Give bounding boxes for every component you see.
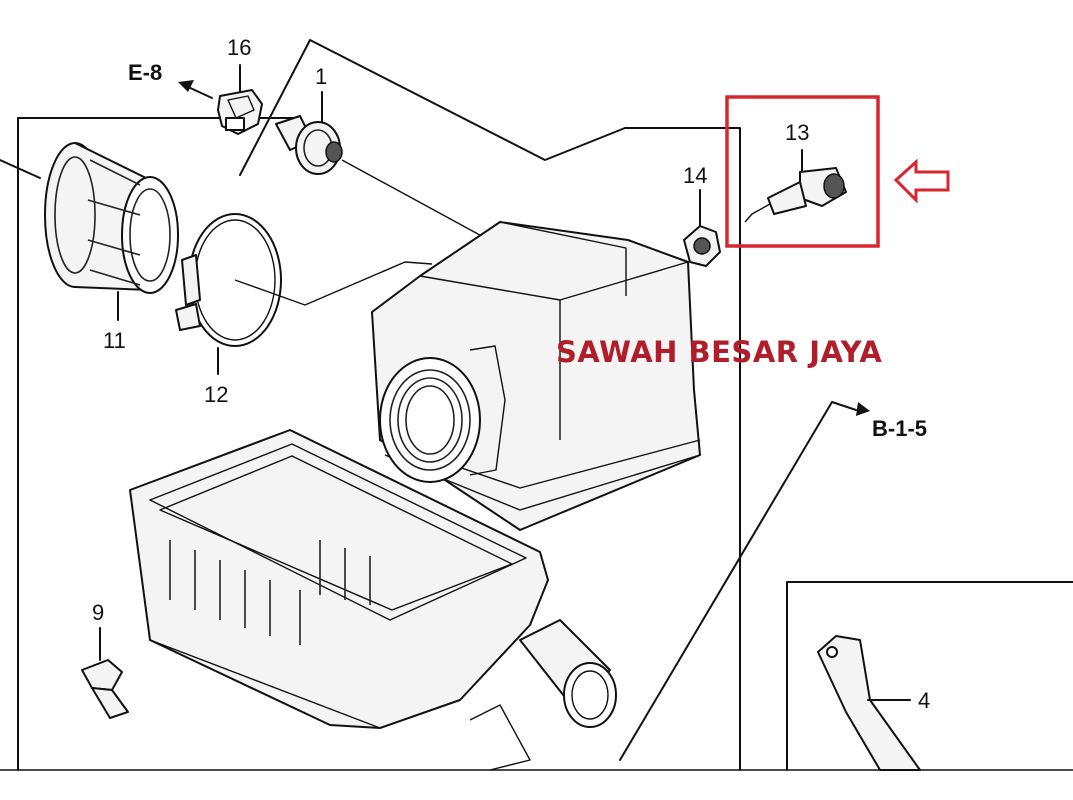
part-12-clamp	[175, 213, 433, 375]
air-cleaner-cover	[371, 221, 701, 531]
callout-4: 4	[918, 688, 930, 713]
callout-14: 14	[683, 163, 707, 188]
part-16-clip	[217, 64, 263, 135]
air-cleaner-case	[129, 429, 617, 771]
ref-b15: B-1-5	[872, 416, 927, 441]
part-13-sensor	[744, 149, 847, 223]
highlight-arrow-icon	[893, 158, 950, 204]
callout-12: 12	[204, 382, 228, 407]
part-11-boot	[44, 142, 179, 321]
e8-arrow-icon	[178, 80, 213, 99]
part-4-bracket	[817, 635, 921, 771]
highlight-box	[725, 95, 880, 248]
part-1-grommet	[275, 91, 501, 247]
ref-e8: E-8	[128, 60, 162, 85]
callout-13: 13	[785, 120, 809, 145]
frame-lines	[0, 39, 1073, 771]
callout-9: 9	[92, 600, 104, 625]
part-14-nut	[683, 189, 721, 267]
b15-leader	[619, 401, 870, 761]
callout-11: 11	[103, 328, 126, 353]
part-9-clip	[81, 627, 129, 719]
watermark-text: SAWAH BESAR JAYA	[556, 335, 882, 369]
callout-16: 16	[227, 35, 251, 60]
callout-1: 1	[315, 64, 327, 89]
